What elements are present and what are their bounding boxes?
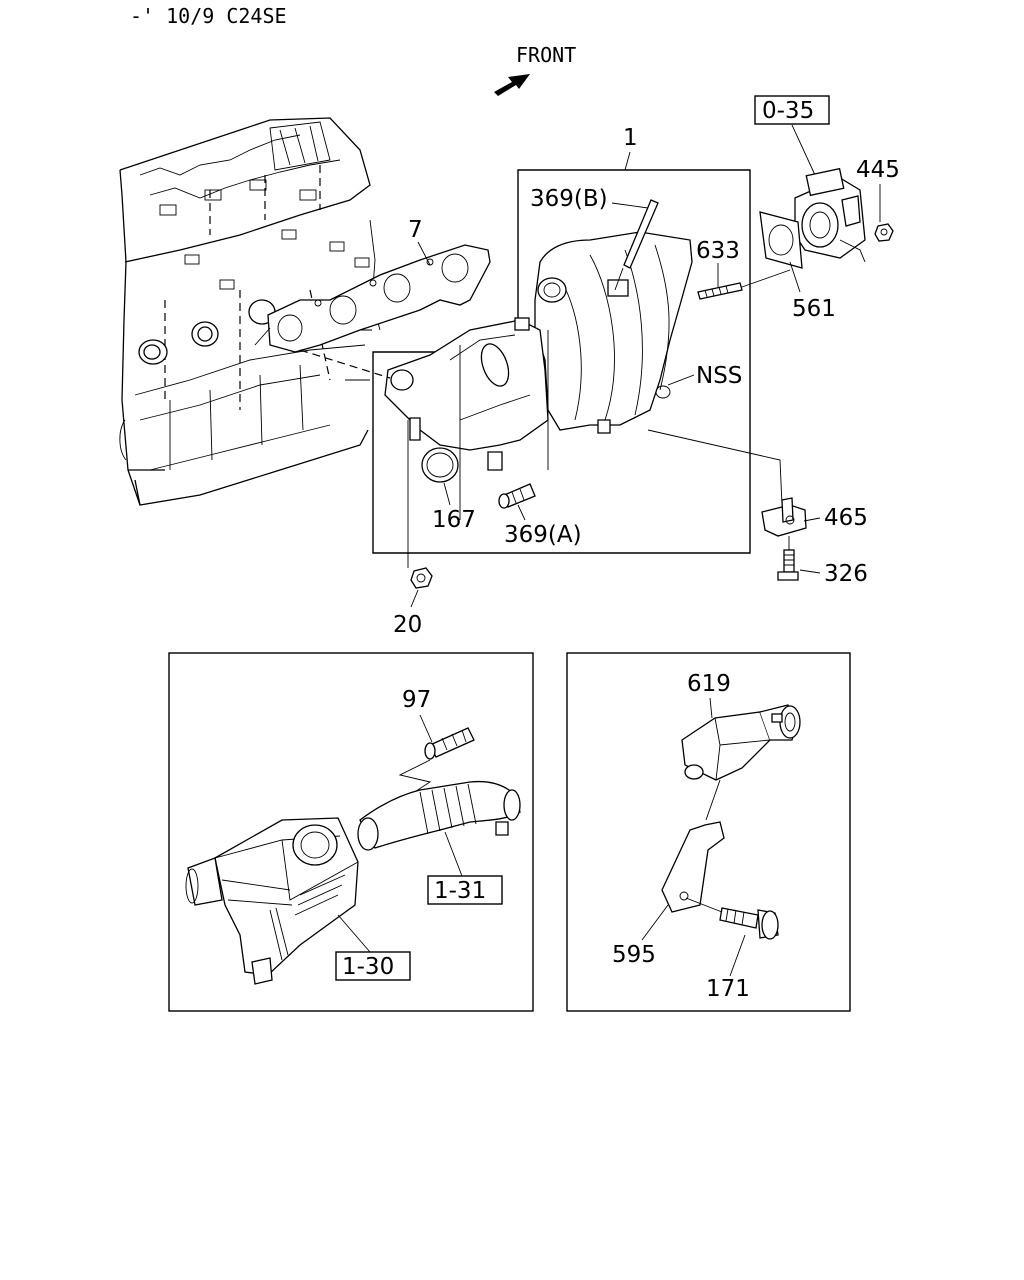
sensor-inset-frame	[566, 652, 851, 1012]
part-465-bracket	[761, 497, 807, 537]
diagram-code: -' 10/9 C24SE	[130, 4, 287, 28]
front-direction-indicator: FRONT	[494, 43, 576, 96]
callout-619: 619	[687, 671, 731, 697]
part-619-map-sensor	[681, 704, 801, 781]
callout-130-frame	[335, 951, 411, 981]
callout-369a: 369(A)	[504, 522, 582, 548]
part-595-bracket	[661, 821, 725, 913]
callout-7: 7	[408, 217, 423, 243]
part-445-nut	[874, 223, 894, 242]
callout-167: 167	[432, 507, 476, 533]
callout-171: 171	[706, 976, 750, 1002]
callout-130: 1-30	[342, 954, 394, 980]
callout-465: 465	[824, 505, 868, 531]
part-369a-sensor	[498, 483, 536, 509]
callout-595: 595	[612, 942, 656, 968]
part-167-o-ring	[421, 447, 459, 483]
callout-97: 97	[402, 687, 431, 713]
throttle-body	[794, 167, 866, 263]
callout-1: 1	[623, 125, 638, 151]
callout-nss: NSS	[696, 363, 742, 389]
part-633-stud	[697, 282, 743, 300]
part-20-nut	[410, 567, 433, 589]
callout-035-frame	[754, 95, 830, 125]
front-label: FRONT	[516, 43, 576, 67]
gasket-7	[267, 244, 491, 353]
callout-035: 0-35	[762, 98, 814, 124]
part-171-bolt	[719, 907, 779, 940]
front-arrow-icon	[494, 74, 530, 96]
callout-326: 326	[824, 561, 868, 587]
callout-633: 633	[696, 238, 740, 264]
air-intake-inset-frame	[168, 652, 534, 1012]
callout-369b: 369(B)	[530, 186, 608, 212]
callout-20: 20	[393, 612, 422, 638]
part-97-sensor	[424, 727, 475, 760]
callout-561: 561	[792, 296, 836, 322]
air-intake-hose	[357, 780, 521, 851]
intake-manifold	[384, 231, 693, 471]
callout-131: 1-31	[434, 878, 486, 904]
air-cleaner-housing	[185, 817, 359, 985]
callout-445: 445	[856, 157, 900, 183]
part-561-gasket	[759, 211, 803, 269]
callout-131-frame	[427, 875, 503, 905]
part-326-bolt	[777, 549, 799, 581]
part-369b-stud	[623, 199, 659, 269]
